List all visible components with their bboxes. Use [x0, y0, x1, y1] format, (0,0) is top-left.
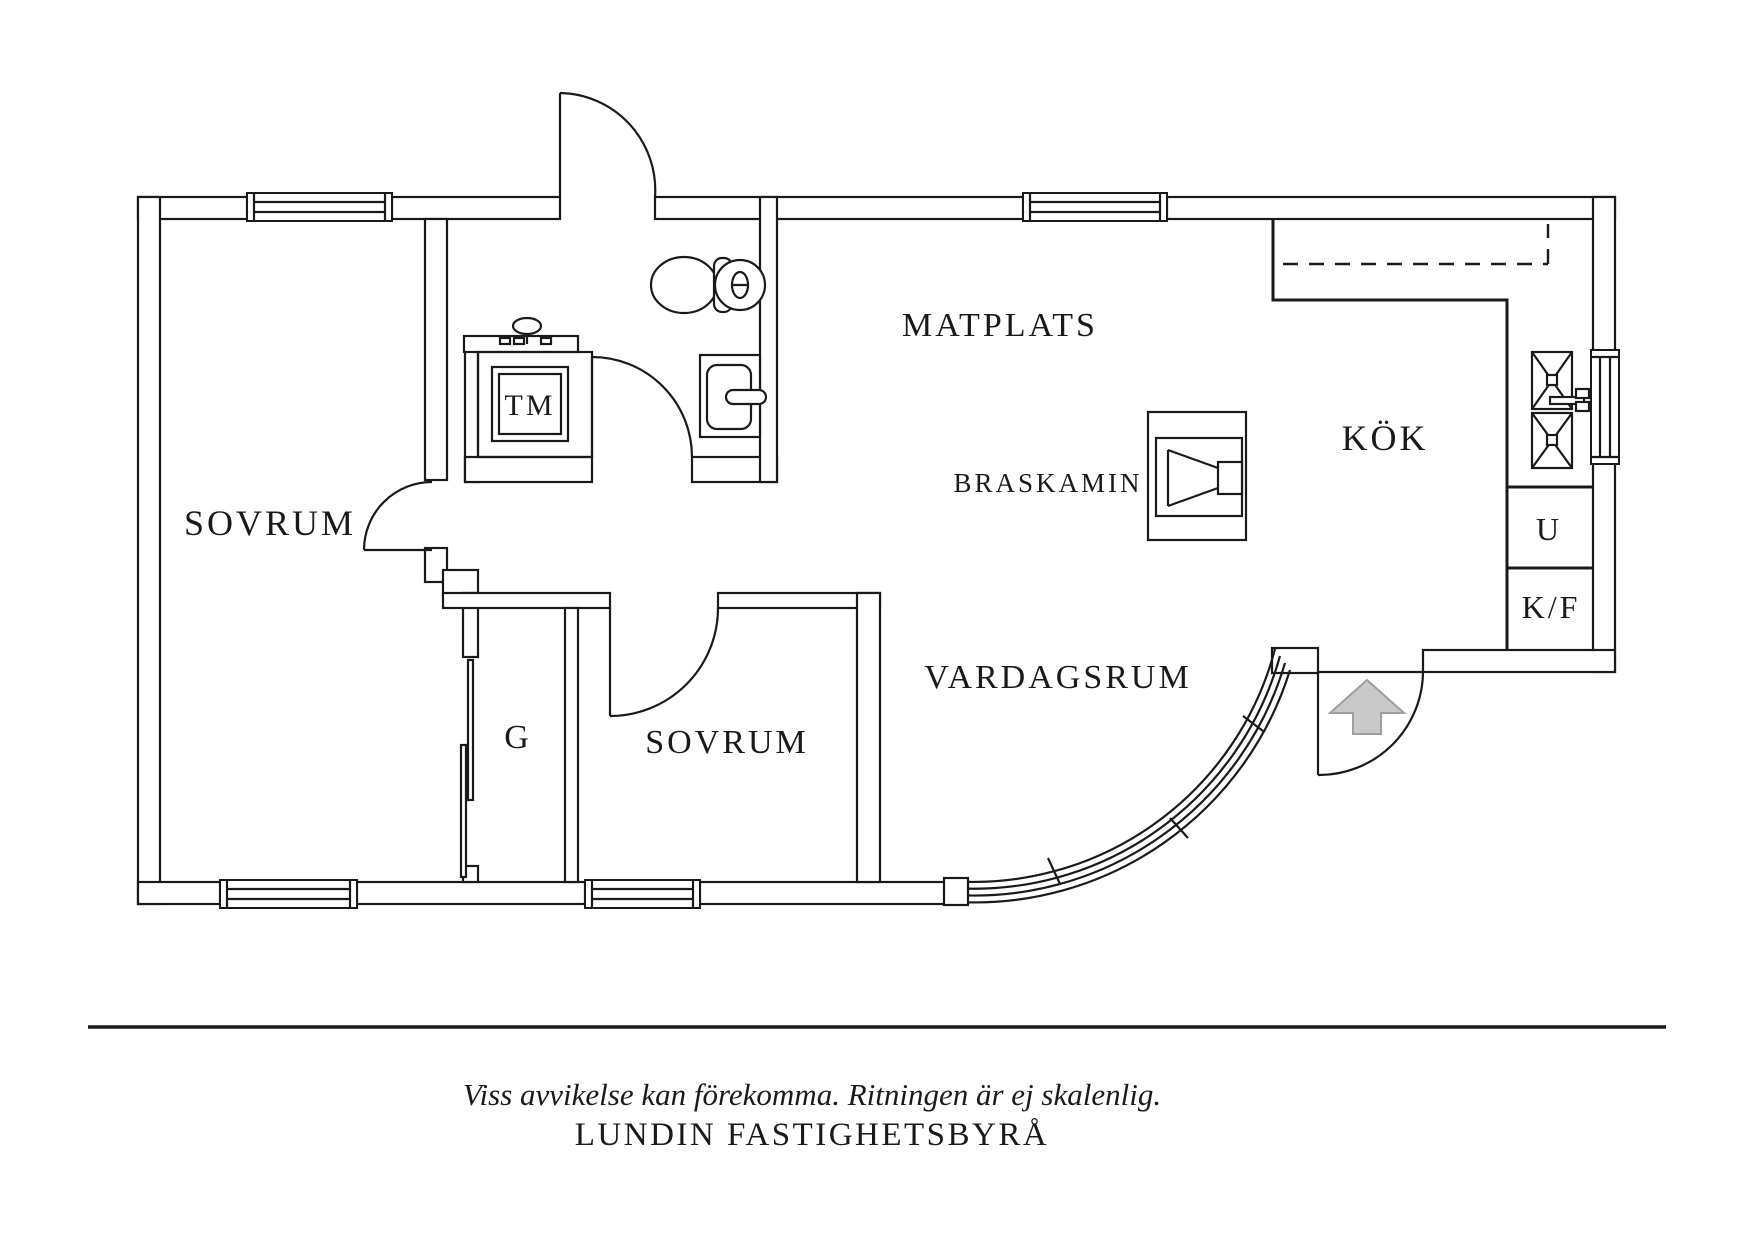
bedroom2-door	[608, 607, 720, 718]
glazing-mullion	[1047, 857, 1061, 885]
wall-segment	[355, 880, 587, 906]
laundry-area	[462, 316, 594, 459]
wall-segment	[423, 217, 449, 482]
entrance-arrow-icon	[1327, 678, 1407, 735]
windows	[219, 192, 1620, 909]
glazing-mullion	[1242, 715, 1264, 732]
glazing-mullion	[1169, 817, 1189, 839]
window	[1022, 192, 1168, 222]
sliding-door-panel	[459, 743, 468, 879]
upper-cabinets-dashed-line	[1283, 224, 1550, 266]
curved-wall-end-block	[942, 876, 970, 907]
wall-segment	[463, 455, 594, 484]
wall-segment	[441, 568, 480, 597]
wall-segment	[1421, 648, 1617, 674]
wall-segment	[698, 880, 964, 906]
curved-glazed-wall	[942, 648, 1292, 907]
kitchen-faucet-icon	[1548, 387, 1591, 413]
window	[1590, 349, 1620, 465]
room-label-g: G	[504, 719, 532, 756]
wall-segment	[1591, 195, 1617, 354]
laundry-faucet-icon	[498, 316, 553, 346]
interior-walls	[423, 195, 882, 884]
glazing-arc	[948, 648, 1277, 884]
footer-disclaimer: Viss avvikelse kan förekomma. Ritningen …	[463, 1077, 1161, 1112]
wall-segment	[1165, 195, 1617, 221]
kitchen-sink-double	[1530, 350, 1591, 470]
window	[246, 192, 393, 222]
bathroom-sink-icon	[698, 353, 768, 439]
glazing-arc	[954, 662, 1287, 897]
fireplace-icon	[1146, 410, 1248, 542]
kitchen	[1271, 219, 1593, 650]
glazing-arc	[951, 655, 1282, 890]
wall-segment	[136, 880, 222, 906]
wall-segment	[758, 195, 779, 484]
glazing-arc	[957, 669, 1292, 904]
wall-segment	[653, 195, 1025, 221]
doors	[362, 91, 1425, 777]
washing-machine-icon	[490, 365, 570, 443]
washer-niche	[476, 350, 594, 459]
room-label-vardagsrum: VARDAGSRUM	[924, 659, 1191, 696]
wall-segment	[855, 591, 882, 884]
main-entry-door	[1316, 671, 1425, 777]
kitchen-counter-edge	[1271, 219, 1509, 650]
room-label-tm: TM	[505, 389, 556, 422]
bedroom1-door	[362, 480, 433, 552]
footer-agency: LUNDIN FASTIGHETSBYRÅ	[575, 1116, 1049, 1153]
wall-segment	[563, 606, 580, 884]
room-label-kok: KÖK	[1342, 418, 1429, 458]
entrance-door-top	[558, 91, 657, 198]
sliding-door-panel	[466, 658, 475, 802]
wall-segment	[441, 591, 612, 610]
wall-segment	[423, 546, 449, 584]
room-label-matplats: MATPLATS	[902, 307, 1098, 344]
wall-segment	[716, 591, 882, 610]
window	[219, 879, 358, 909]
toilet-icon	[649, 255, 767, 315]
wall-segment	[390, 195, 562, 221]
footer: Viss avvikelse kan förekomma. Ritningen …	[88, 1025, 1666, 1153]
room-label-sovrum-1: SOVRUM	[184, 503, 356, 543]
window	[584, 879, 701, 909]
room-label-kf: K/F	[1522, 589, 1581, 625]
wall-segment	[136, 195, 162, 906]
room-labels: SOVRUM TM MATPLATS BRASKAMIN KÖK U K/F V…	[184, 307, 1581, 761]
bathroom-door	[590, 355, 694, 458]
wall-segment	[1591, 460, 1617, 674]
room-label-sovrum-2: SOVRUM	[645, 724, 808, 761]
room-label-u: U	[1536, 511, 1562, 547]
room-label-braskamin: BRASKAMIN	[953, 468, 1142, 498]
